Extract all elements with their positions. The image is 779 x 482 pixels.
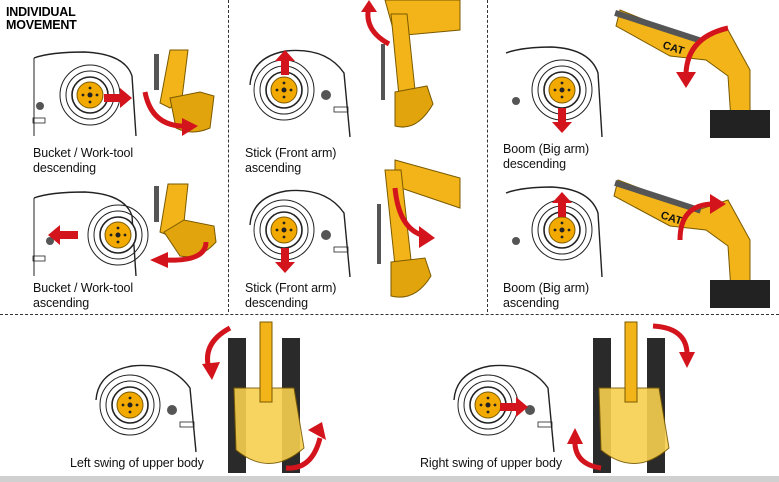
excavator-boom-ascending: CAT [613,179,770,308]
caption-line-2: ascending [503,296,560,310]
caption-line-1: Boom (Big arm) [503,281,590,295]
divider-horizontal [0,314,779,315]
excavator-stick-descending [377,159,461,298]
controller-boom-descending [505,46,603,138]
controller-stick-descending [249,189,351,278]
arrow-stick-descending-down [275,248,295,273]
caption-stick-ascending: Stick (Front arm) ascending [245,146,336,176]
arrow-boom-descending-down [552,108,572,133]
caption-line-2: ascending [245,161,302,175]
arrow-stick-ascending-up [275,50,295,75]
caption-line-1: Stick (Front arm) [245,281,337,295]
caption-boom-descending: Boom (Big arm) descending [503,142,589,172]
controller-swing-right [453,364,555,453]
caption-line-2: ascending [33,296,90,310]
caption-stick-descending: Stick (Front arm) descending [245,281,336,311]
caption-line-1: Left swing of upper body [70,456,204,470]
page-footer-strip [0,476,779,482]
controller-boom-ascending [505,186,603,278]
controller-stick-ascending [249,49,351,138]
arrow-boom-ascending-up [552,192,572,217]
divider-right [487,0,488,312]
divider-left [228,0,229,312]
caption-line-1: Bucket / Work-tool [33,146,134,160]
excavator-stick-ascending [361,0,461,128]
caption-line-1: Boom (Big arm) [503,142,590,156]
excavator-boom-descending: CAT [614,9,770,138]
caption-swing-right: Right swing of upper body [420,456,562,471]
caption-bucket-descending: Bucket / Work-tool descending [33,146,133,176]
controller-bucket-descending [32,51,137,137]
controller-swing-left [95,364,197,453]
caption-line-2: descending [503,157,566,171]
excavator-topview-swing-right [567,321,695,473]
arrow-bucket-ascending-left [48,225,78,245]
caption-line-1: Right swing of upper body [420,456,563,470]
arrow-swing-right [500,397,528,417]
caption-swing-left: Left swing of upper body [70,456,204,471]
page-heading: INDIVIDUAL MOVEMENT [6,6,77,32]
arrow-bucket-descending-right [104,88,132,108]
heading-line-1: INDIVIDUAL [6,5,76,19]
caption-line-1: Stick (Front arm) [245,146,337,160]
heading-line-2: MOVEMENT [6,18,77,32]
caption-bucket-ascending: Bucket / Work-tool ascending [33,281,133,311]
caption-line-2: descending [33,161,96,175]
caption-line-1: Bucket / Work-tool [33,281,134,295]
caption-boom-ascending: Boom (Big arm) ascending [503,281,589,311]
excavator-arm-bucket-ascending [150,183,217,268]
controller-bucket-ascending [32,191,149,277]
caption-line-2: descending [245,296,308,310]
excavator-arm-bucket-descending [142,49,215,136]
excavator-topview-swing-left [202,321,326,473]
